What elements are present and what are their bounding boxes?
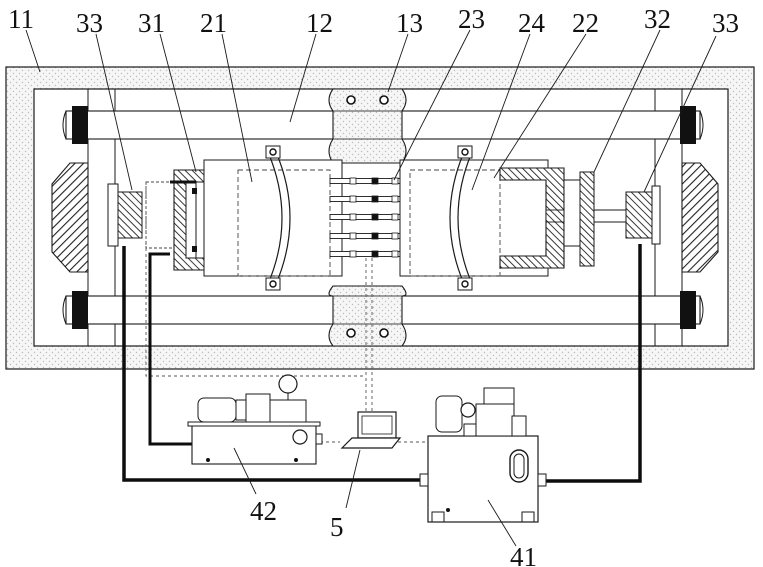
strain-gauge-2-1 xyxy=(350,196,356,202)
strain-gauge-4-3 xyxy=(392,233,398,239)
end-block-33-right xyxy=(626,186,660,244)
end-support-left xyxy=(52,163,88,272)
end-support-right xyxy=(682,163,718,272)
label-5: 5 xyxy=(330,512,344,542)
label-42: 42 xyxy=(250,496,277,526)
end-block-33-left xyxy=(108,184,142,246)
strain-gauge-2-3 xyxy=(392,196,398,202)
label-23: 23 xyxy=(458,4,485,34)
strain-gauge-5-2 xyxy=(372,251,378,257)
strain-gauge-3-3 xyxy=(392,214,398,220)
pump-station-41 xyxy=(420,388,546,522)
label-13: 13 xyxy=(396,8,423,38)
label-11: 11 xyxy=(8,4,34,34)
strain-gauge-1-1 xyxy=(350,178,356,184)
strain-gauge-5-3 xyxy=(392,251,398,257)
laptop-controller-5 xyxy=(342,412,400,448)
strain-gauge-5-1 xyxy=(350,251,356,257)
label-21: 21 xyxy=(200,8,227,38)
label-32: 32 xyxy=(644,4,671,34)
strain-gauge-1-2 xyxy=(372,178,378,184)
strain-gauge-2-2 xyxy=(372,196,378,202)
strain-gauge-4-1 xyxy=(350,233,356,239)
clamp-block-13-upper xyxy=(329,89,406,163)
pump-station-42 xyxy=(188,375,322,464)
clamp-block-13-lower xyxy=(329,286,406,346)
label-12: 12 xyxy=(306,8,333,38)
label-24: 24 xyxy=(518,8,546,38)
label-31: 31 xyxy=(138,8,165,38)
label-41: 41 xyxy=(510,542,537,567)
grip-head-21 xyxy=(204,146,342,290)
strain-gauge-3-1 xyxy=(350,214,356,220)
label-33-left: 33 xyxy=(76,8,103,38)
strain-gauge-3-2 xyxy=(372,214,378,220)
strain-gauge-4-2 xyxy=(372,233,378,239)
label-33-right: 33 xyxy=(712,8,739,38)
label-22: 22 xyxy=(572,8,599,38)
